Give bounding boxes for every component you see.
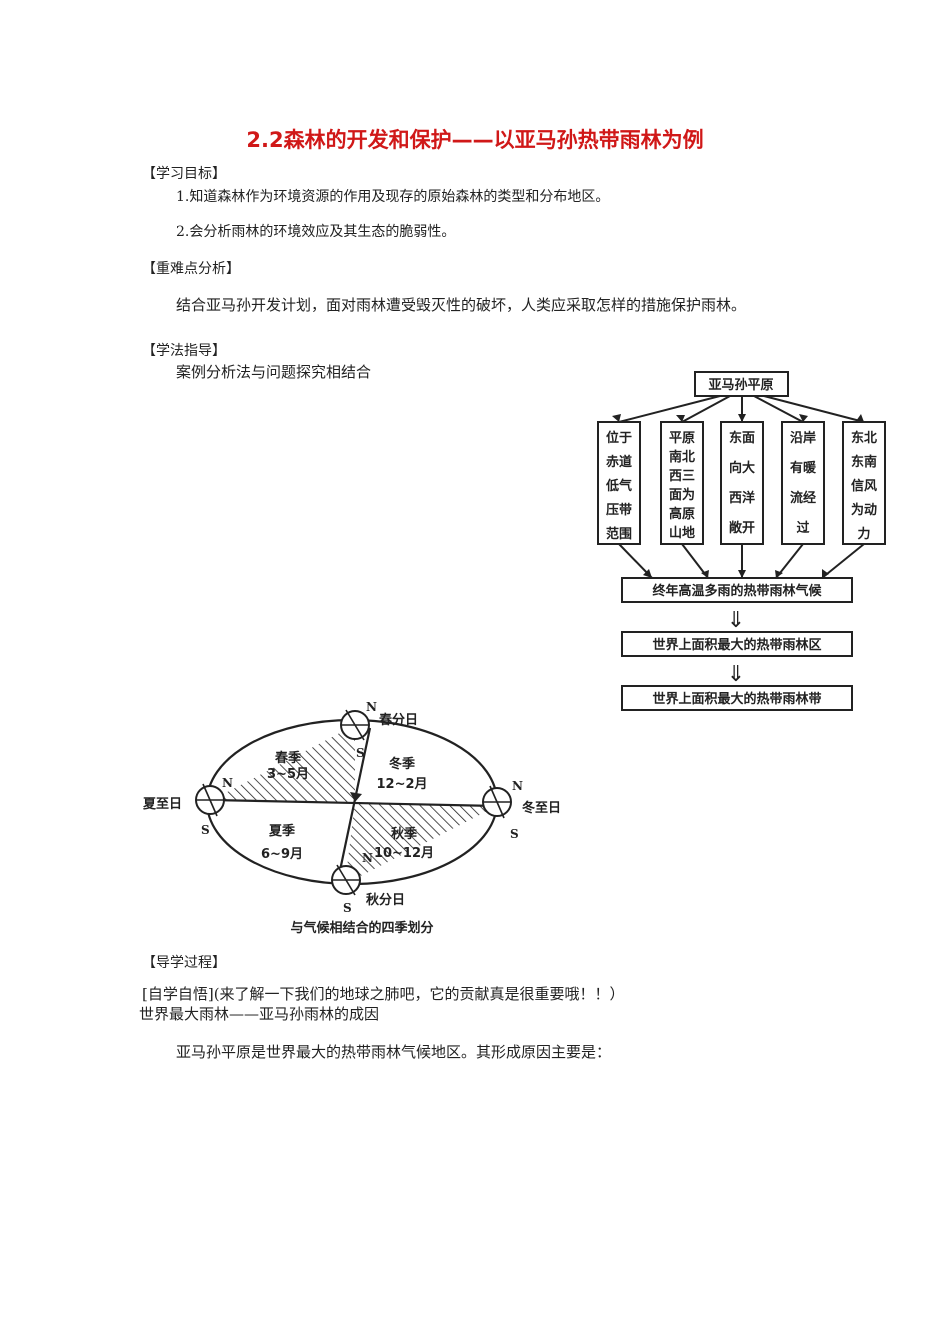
seasons-caption: 与气候相结合的四季划分 xyxy=(290,920,433,936)
flow-down-arrow-1: ⇓ xyxy=(727,608,745,633)
flow-root-label: 亚马孙平原 xyxy=(708,377,773,393)
summer-season-label: 夏季 xyxy=(268,823,295,839)
spring-south-label: S xyxy=(356,746,365,760)
autumn-equinox-label: 秋分日 xyxy=(366,892,405,908)
objective-item-2: 2.会分析雨林的环境效应及其生态的脆弱性。 xyxy=(176,224,456,240)
flow-step-1-label: 终年高温多雨的热带雨林气候 xyxy=(652,583,822,599)
flow-factor-1-line-2: 赤道 xyxy=(606,454,632,470)
process-text: 亚马孙平原是世界最大的热带雨林气候地区。其形成原因主要是： xyxy=(176,1043,612,1061)
winter-solstice-label: 冬至日 xyxy=(522,800,561,816)
flow-factor-4-line-1: 沿岸 xyxy=(790,430,816,446)
flow-factor-5-line-2: 东南 xyxy=(851,454,877,470)
objective-item-1: 1.知道森林作为环境资源的作用及现存的原始森林的类型和分布地区。 xyxy=(176,189,610,205)
flow-step-box-1 xyxy=(621,577,853,603)
winter-season-label: 冬季 xyxy=(389,756,415,772)
flow-factor-3-line-3: 西洋 xyxy=(729,490,755,506)
flow-factor-1-line-5: 范围 xyxy=(606,526,632,542)
process-heading: 【导学过程】 xyxy=(142,955,226,971)
flow-factor-3-line-2: 向大 xyxy=(729,460,755,476)
process-subtitle: 世界最大雨林——亚马孙雨林的成因 xyxy=(139,1005,380,1023)
flow-step-3-label: 世界上面积最大的热带雨林带 xyxy=(652,691,821,707)
self-study-line: [自学自悟](来了解一下我们的地球之肺吧，它的贡献真是很重要哦！！） xyxy=(142,985,625,1003)
autumn-south-label: S xyxy=(343,901,352,915)
flow-factor-4-line-3: 流经 xyxy=(790,490,816,506)
flow-factor-5-line-3: 信风 xyxy=(851,478,877,494)
flow-factor-3-line-4: 敞开 xyxy=(729,520,755,536)
key-points-text: 结合亚马孙开发计划，面对雨林遭受毁灭性的破坏，人类应采取怎样的措施保护雨林。 xyxy=(176,296,747,314)
flow-factor-4-line-2: 有暖 xyxy=(790,460,817,476)
summer-north-label: N xyxy=(222,776,233,790)
winter-months-label: 12~2月 xyxy=(376,777,427,792)
flow-factor-2-line-6: 山地 xyxy=(669,525,695,541)
page-title: 2.2森林的开发和保护——以亚马孙热带雨林为例 xyxy=(246,128,704,152)
summer-months-label: 6~9月 xyxy=(261,847,303,862)
flow-factor-5-line-5: 力 xyxy=(857,526,870,542)
flow-factor-2-line-3: 西三 xyxy=(669,469,695,484)
spring-north-label: N xyxy=(366,700,377,714)
autumn-north-label: N xyxy=(362,851,373,865)
autumn-hatched-region xyxy=(345,802,497,884)
flow-factor-5-line-4: 为动 xyxy=(851,502,877,518)
flow-factor-2-line-1: 平原 xyxy=(669,431,695,446)
flow-factor-2-line-5: 高原 xyxy=(669,506,695,522)
objectives-heading: 【学习目标】 xyxy=(142,166,226,182)
flow-step-box-2 xyxy=(621,631,853,657)
summer-south-label: S xyxy=(201,823,210,837)
spring-months-label: 3~5月 xyxy=(267,767,309,782)
key-points-heading: 【重难点分析】 xyxy=(142,261,240,277)
method-text: 案例分析法与问题探究相结合 xyxy=(176,363,372,381)
flow-factor-1-line-4: 压带 xyxy=(606,502,632,518)
method-heading: 【学法指导】 xyxy=(142,343,226,359)
flow-factor-1-line-3: 低气 xyxy=(605,478,632,494)
autumn-season-label: 秋季 xyxy=(391,826,417,842)
winter-north-label: N xyxy=(512,779,523,793)
flow-factor-4-line-4: 过 xyxy=(796,520,809,536)
flow-step-box-3 xyxy=(621,685,853,711)
winter-south-label: S xyxy=(510,827,519,841)
spring-equinox-label: 春分日 xyxy=(378,712,418,728)
flow-factor-5-line-1: 东北 xyxy=(851,430,877,446)
flow-step-2-label: 世界上面积最大的热带雨林区 xyxy=(652,637,821,653)
spring-hatched-region xyxy=(212,725,355,802)
flow-factor-2-line-4: 面为 xyxy=(669,487,695,503)
orbit-diameter-vertical xyxy=(336,727,372,881)
spring-season-label: 春季 xyxy=(274,750,301,766)
flow-factor-1-line-1: 位于 xyxy=(606,430,632,446)
flow-factor-2-line-2: 南北 xyxy=(669,449,695,465)
summer-solstice-label: 夏至日 xyxy=(142,797,182,812)
flow-down-arrow-2: ⇓ xyxy=(727,662,745,687)
flow-factor-3-line-1: 东面 xyxy=(729,430,755,446)
autumn-months-label: 10~12月 xyxy=(374,846,434,861)
